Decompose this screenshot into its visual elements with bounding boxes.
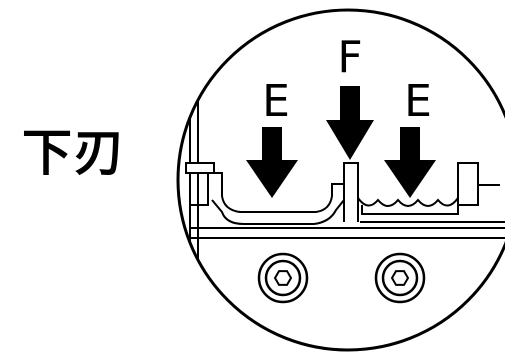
screw-left <box>257 252 309 304</box>
arrow-center-f-icon <box>326 86 374 160</box>
blade-body <box>185 80 505 260</box>
lower-blade-label: 下刃 <box>22 124 126 182</box>
label-f-center: F <box>337 32 362 83</box>
screw-right <box>374 252 426 304</box>
label-e-right: E <box>404 76 432 127</box>
arrow-right-e-icon <box>384 127 436 198</box>
label-e-left: E <box>262 76 290 127</box>
magnifier-circle <box>176 8 505 352</box>
arrow-left-e-icon <box>246 127 298 198</box>
